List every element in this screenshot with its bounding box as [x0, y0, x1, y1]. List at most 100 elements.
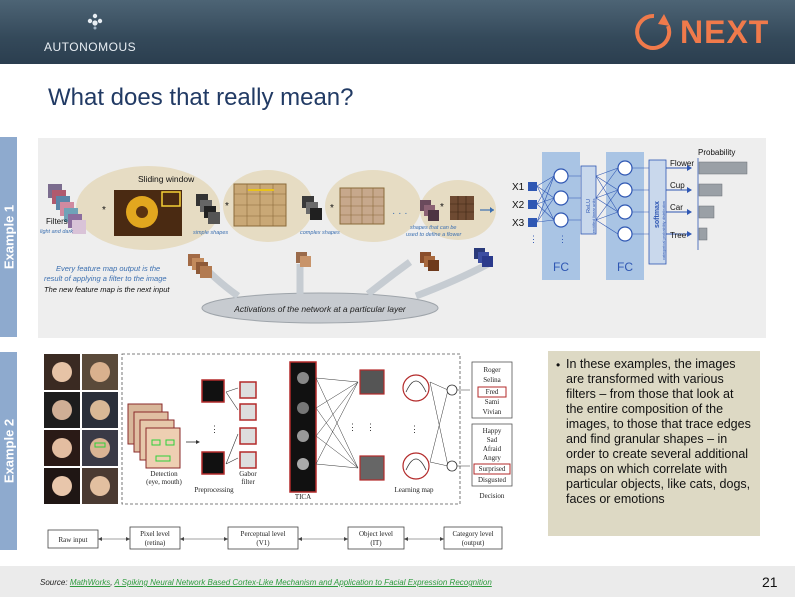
- caption-line-1: Every feature map output is the: [56, 264, 160, 273]
- learning-curve-1: [402, 374, 430, 402]
- gabor-label: Gabor: [239, 470, 257, 478]
- level-category-sub: (output): [462, 539, 485, 547]
- face-diagram-svg: Detection (eye, mouth) ⋮ Preprocessing G…: [44, 353, 513, 550]
- emotion-surprised: Surprised: [479, 465, 506, 473]
- fc-label-1: FC: [553, 260, 569, 274]
- multiply-sign-3: *: [330, 203, 334, 214]
- emotion-highlight: [473, 463, 511, 475]
- source-link-paper[interactable]: A Spiking Neural Network Based Cortex-Li…: [114, 578, 492, 587]
- input-node-1: [528, 182, 537, 191]
- example-2-label: Example 2: [1, 418, 16, 484]
- emotion-angry: Angry: [483, 454, 501, 462]
- flower-shapes-label-2: used to define a flower: [406, 232, 463, 238]
- activations-ellipse: [201, 292, 439, 324]
- feature-grid-3: [450, 196, 474, 220]
- simple-shapes-stack: [196, 194, 220, 224]
- multiply-sign-2: *: [225, 201, 229, 212]
- gabor-sublabel: filter: [241, 478, 255, 486]
- autonomous-logo-icon: [87, 13, 103, 30]
- learning-curve-2: [402, 452, 430, 480]
- tica-connections: [315, 377, 359, 469]
- probability-bar-car: [698, 205, 715, 219]
- relu-sublabel: rectified linear units: [591, 199, 596, 233]
- slide-title: What does that really mean?: [48, 84, 354, 111]
- next-logo-icon: [635, 13, 672, 50]
- probability-bar-flower: [698, 161, 748, 175]
- filters-label: Filters: [46, 217, 68, 226]
- feature-map-stack-2: [296, 252, 311, 267]
- class-flower: Flower: [670, 159, 694, 168]
- complex-shapes-label: complex shapes: [300, 230, 340, 236]
- fc-label-2: FC: [617, 260, 633, 274]
- example-1-label: Example 1: [1, 204, 16, 270]
- sum-node-1: [446, 384, 458, 396]
- feature-map-stack-1: [188, 254, 212, 278]
- feature-map-stack-4: [474, 248, 493, 267]
- input-x2: X2: [512, 200, 525, 211]
- emotion-sad: Sad: [487, 436, 498, 444]
- pipeline-dashed-frame: [121, 353, 461, 505]
- identity-box: [471, 361, 513, 419]
- tica-label: TICA: [295, 493, 311, 501]
- arrow-up-4: [414, 260, 490, 300]
- preprocessed-face-1: [201, 379, 225, 403]
- source-label: Source:: [40, 578, 68, 587]
- decision-label: Decision: [480, 492, 505, 500]
- relu-label: ReLU: [586, 199, 592, 213]
- feature-map-stack-3: [420, 252, 439, 271]
- face-recognition-diagram: Detection (eye, mouth) ⋮ Preprocessing G…: [38, 352, 528, 552]
- explanation-text: In these examples, the images are transf…: [566, 357, 751, 506]
- caption-line-3: The new feature map is the next input: [44, 285, 170, 294]
- activations-label: Activations of the network at a particul…: [233, 304, 407, 314]
- multiply-sign: *: [102, 205, 106, 216]
- name-selina: Selina: [483, 376, 501, 384]
- example-2-tab: Example 2: [0, 352, 17, 550]
- class-cup: Cup: [670, 181, 685, 190]
- level-pixel: Pixel level: [140, 530, 170, 538]
- face-grid: [44, 354, 118, 504]
- detection-stack: [127, 403, 181, 469]
- cnn-diagram-svg: Activations of the network at a particul…: [40, 148, 748, 324]
- level-perceptual-sub: (V1): [256, 539, 270, 547]
- class-tree: Tree: [670, 231, 687, 240]
- input-node-2: [528, 200, 537, 209]
- class-car: Car: [670, 203, 683, 212]
- learning-map-label: Learning map: [394, 486, 434, 494]
- probability-bar-tree: [698, 227, 708, 241]
- fc-connections: [536, 167, 649, 235]
- page-number: 21: [762, 574, 778, 590]
- learning-map-1: [359, 369, 385, 395]
- source-separator: ,: [110, 578, 115, 587]
- preprocessing-ellipsis: ⋮: [210, 424, 219, 434]
- preprocessed-face-2: [201, 451, 225, 475]
- name-roger: Roger: [483, 366, 501, 374]
- sum-connections: [429, 381, 449, 467]
- identity-highlight: [477, 386, 507, 398]
- preprocessing-label: Preprocessing: [194, 486, 234, 494]
- level-object: Object level: [359, 530, 393, 538]
- output-arrowheads: [687, 165, 692, 237]
- input-x1: X1: [512, 182, 525, 193]
- learning-map-2: [359, 455, 385, 481]
- name-sami: Sami: [485, 398, 499, 406]
- source-link-mathworks[interactable]: MathWorks: [69, 578, 111, 587]
- probability-bars: [698, 161, 748, 241]
- softmax-sublabel: categorical probability distribution: [661, 201, 666, 260]
- next-logo-text: NEXT: [680, 14, 770, 50]
- ellipsis-dots: · · ·: [392, 208, 408, 219]
- level-raw-input: Raw input: [59, 536, 88, 544]
- probability-bar-cup: [698, 183, 723, 197]
- gabor-arrows: [225, 387, 239, 465]
- input-node-3: [528, 218, 537, 227]
- learning-ellipsis-2: ⋮: [366, 422, 375, 432]
- output-arrows: [666, 167, 690, 235]
- fc1-nodes: [553, 168, 569, 228]
- source-citation: Source: MathWorks, A Spiking Neural Netw…: [40, 578, 492, 587]
- fc2-nodes: [617, 160, 633, 242]
- brand-name: AUTONOMOUS: [44, 40, 137, 54]
- slide-header: [0, 0, 795, 64]
- cnn-diagram: Activations of the network at a particul…: [38, 138, 766, 338]
- emotion-box: [471, 423, 513, 487]
- gabor-filters: [239, 381, 257, 469]
- detection-sublabel: (eye, mouth): [146, 478, 182, 486]
